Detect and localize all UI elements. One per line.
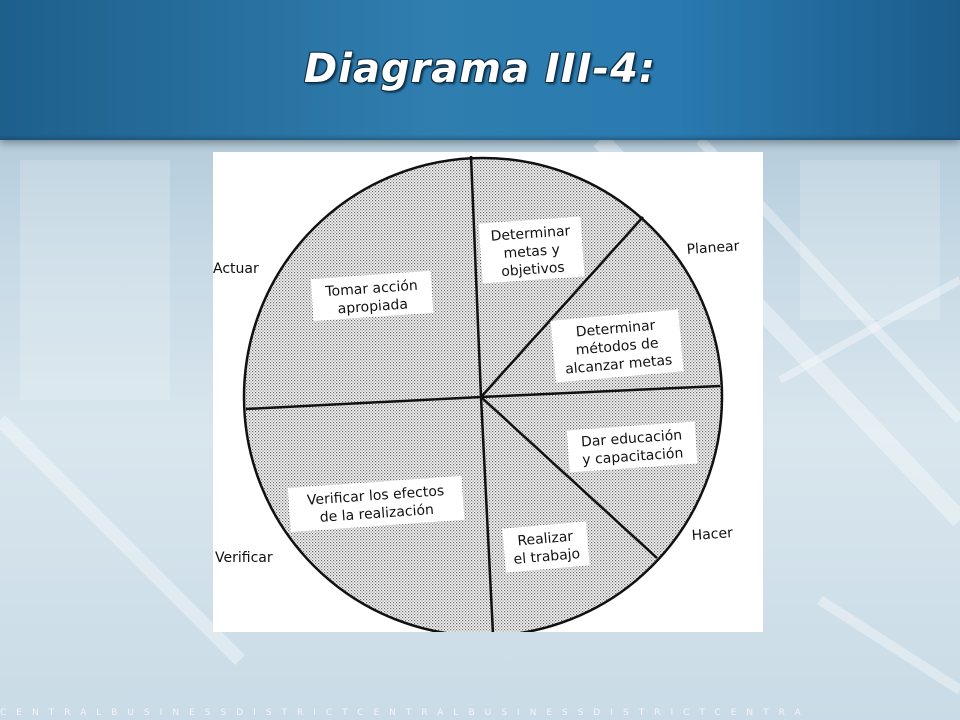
- segment-tomar-accion: Tomar acción apropiada: [310, 270, 434, 322]
- footer-decorative-text: CENTRALBUSINESSDISTRICTCENTRALBUSINESSDI…: [0, 708, 811, 718]
- segment-dar-educacion: Dar educación y capacitación: [566, 421, 698, 473]
- divider-top: [469, 155, 483, 398]
- divider-left: [245, 395, 482, 411]
- title-bar: Diagrama III-4:: [0, 0, 960, 140]
- stage-label-verificar: Verificar: [215, 550, 273, 566]
- divider-right: [480, 384, 721, 399]
- segment-label-line: Realizar: [517, 529, 574, 550]
- slide-title: Diagrama III-4:: [304, 46, 656, 92]
- divider-bottom: [479, 396, 495, 632]
- segment-label-line: Determinar: [490, 223, 571, 245]
- divider-lower-right: [480, 396, 658, 559]
- divider-upper-right: [480, 216, 644, 398]
- stage-label-planear: Planear: [686, 238, 740, 258]
- segment-label-line: Determinar: [575, 318, 656, 341]
- segment-label-line: metas y: [503, 242, 560, 262]
- segment-label-line: el trabajo: [513, 546, 581, 568]
- segment-label-line: de la realización: [319, 502, 434, 526]
- segment-label-line: apropiada: [337, 296, 408, 317]
- segment-label-line: Dar educación: [581, 427, 683, 450]
- segment-determinar-metas: Determinar metas y objetivos: [478, 216, 585, 284]
- segment-verificar-efectos: Verificar los efectos de la realización: [287, 475, 465, 532]
- stage-label-hacer: Hacer: [691, 525, 733, 544]
- segment-determinar-metodos: Determinar métodos de alcanzar metas: [550, 309, 684, 383]
- pdca-diagram: Determinar metas y objetivos Determinar …: [213, 152, 763, 632]
- segment-dividers: [245, 155, 721, 632]
- segment-realizar-trabajo: Realizar el trabajo: [502, 521, 590, 573]
- stage-label-actuar: Actuar: [213, 261, 259, 277]
- segment-label-line: métodos de: [575, 335, 659, 358]
- segment-label-line: objetivos: [501, 260, 565, 280]
- segment-label-line: Tomar acción: [324, 278, 418, 300]
- segment-label-line: y capacitación: [582, 445, 684, 468]
